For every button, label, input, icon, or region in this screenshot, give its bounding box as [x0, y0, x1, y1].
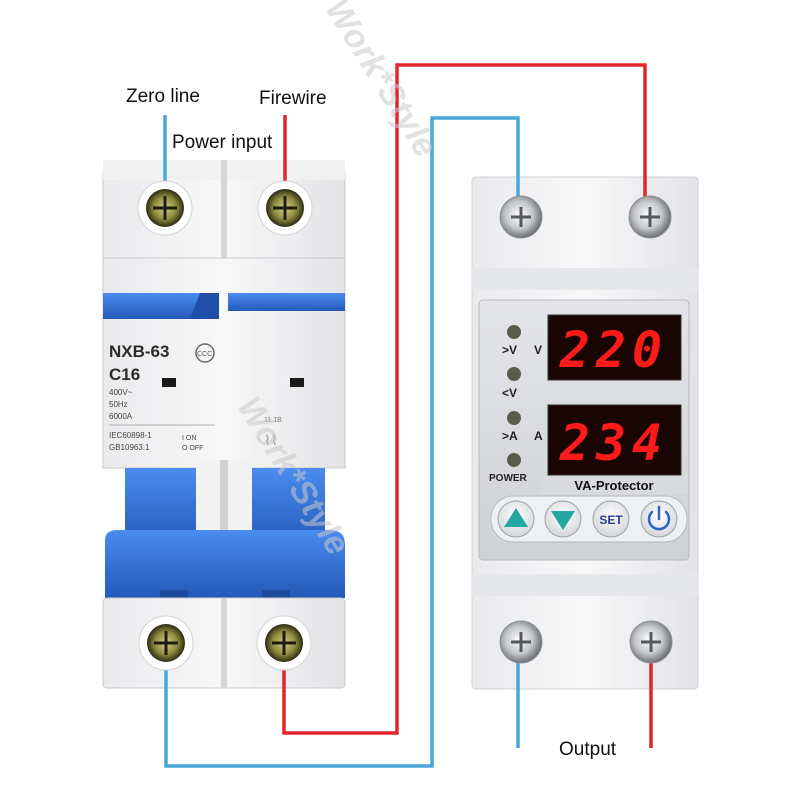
protector-top-left-screw-icon: [499, 195, 543, 239]
breaker-top-right-screw-icon: [257, 180, 313, 236]
triangle-down-icon: [551, 511, 575, 530]
amp-unit-label: A: [534, 429, 543, 443]
ccc-mark-icon: [195, 343, 215, 363]
power-icon: [647, 505, 671, 531]
live-link-wire: [282, 63, 647, 735]
set-button-label: SET: [599, 513, 623, 527]
under-voltage-label: <V: [502, 386, 517, 400]
power-button[interactable]: [640, 500, 678, 538]
protector-top-right-screw-icon: [628, 195, 672, 239]
current-readout: 234: [559, 414, 668, 472]
up-button[interactable]: [497, 500, 535, 538]
voltage-display: [547, 314, 682, 381]
button-strip: [490, 495, 688, 543]
power-led: [507, 453, 521, 467]
over-current-label: >A: [502, 429, 518, 443]
cert-mark: CCC: [197, 351, 212, 358]
breaker-rating: C16: [109, 365, 140, 384]
over-voltage-label: >V: [502, 343, 517, 357]
neutral-link-wire: [164, 116, 520, 768]
standard-iec: IEC60898-1: [109, 431, 152, 440]
circuit-breaker: NXB-63 C16 CCC 400V~ 50Hz 6000A IEC60898…: [102, 160, 346, 689]
right-pole-text: 11 1B: [264, 417, 282, 424]
breaker-bottom-left-screw-icon: [138, 615, 194, 671]
protector-bottom-left-screw-icon: [499, 620, 543, 664]
power-label: POWER: [489, 473, 528, 484]
output-label: Output: [559, 739, 617, 760]
toggle-handle[interactable]: [105, 530, 345, 598]
breaker-model: NXB-63: [109, 342, 169, 361]
off-label: O OFF: [182, 445, 203, 452]
breaker-symbol-icon: ⌇⌇: [264, 432, 278, 448]
indicator-window-right: [290, 378, 304, 387]
brand-label: VA-Protector: [574, 478, 653, 493]
current-display: [547, 404, 682, 476]
set-button[interactable]: SET: [592, 500, 630, 538]
over-current-led: [507, 411, 521, 425]
spec-capacity: 6000A: [109, 412, 133, 421]
on-label: I ON: [182, 435, 196, 442]
volt-unit-label: V: [534, 343, 542, 357]
down-button[interactable]: [544, 500, 582, 538]
breaker-top-left-screw-icon: [137, 180, 193, 236]
power-input-label: Power input: [172, 132, 273, 153]
protector-bottom-right-screw-icon: [629, 620, 673, 664]
spec-frequency: 50Hz: [109, 400, 128, 409]
breaker-bottom-right-screw-icon: [256, 615, 312, 671]
zero-line-label: Zero line: [126, 86, 200, 107]
standard-gb: GB10963.1: [109, 443, 150, 452]
over-voltage-led: [507, 325, 521, 339]
under-voltage-led: [507, 367, 521, 381]
va-protector: >V <V >A POWER V A 220 234 VA-Protector …: [471, 176, 699, 690]
spec-voltage: 400V~: [109, 388, 133, 397]
triangle-up-icon: [504, 508, 528, 527]
voltage-readout: 220: [559, 321, 668, 379]
indicator-window: [162, 378, 176, 387]
firewire-label: Firewire: [259, 88, 327, 109]
